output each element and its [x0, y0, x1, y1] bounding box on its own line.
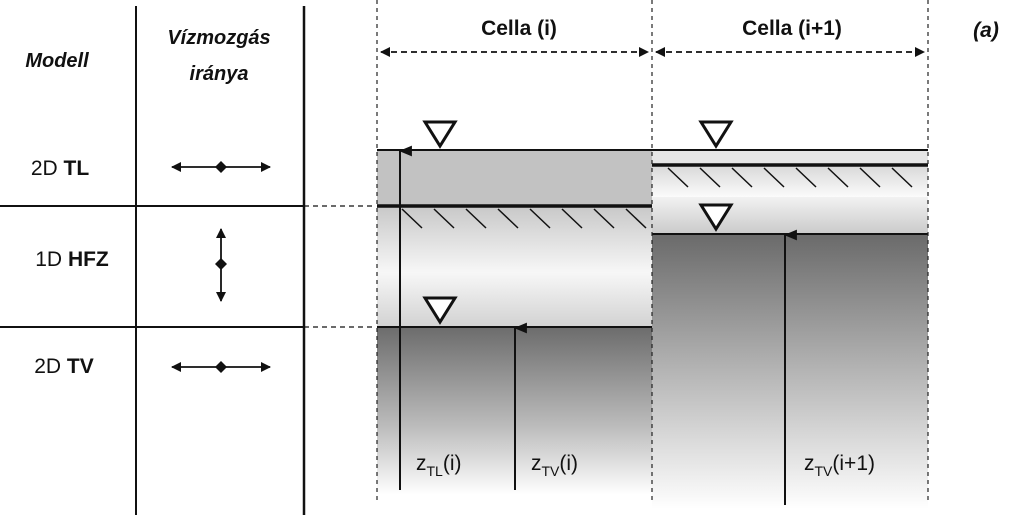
cell-i-ground-hatching	[401, 208, 647, 229]
model-row-2d-tv: 2D TV	[34, 355, 94, 378]
water-level-triangle-icon	[698, 120, 734, 149]
z-tv-i1-label: zTV(i+1)	[804, 452, 875, 479]
water-level-triangle-icon	[422, 296, 458, 325]
model-row-1d-hfz: 1D HFZ	[35, 248, 109, 271]
cell-i-surface-layer	[377, 150, 652, 206]
vertical-flow-arrow-icon	[215, 228, 227, 302]
cell-i1-water-layer	[652, 150, 928, 165]
horizontal-flow-arrow-icon	[171, 361, 271, 373]
cell-i-layers	[377, 120, 652, 495]
model-column-header: Modell	[25, 50, 89, 72]
panel-label: (a)	[973, 19, 999, 42]
direction-column-header-line1: Vízmozgás	[167, 27, 270, 49]
z-tl-i-label: zTL(i)	[416, 452, 462, 479]
cell-i-label: Cella (i)	[481, 17, 557, 40]
cell-i1-unsaturated-zone	[652, 197, 928, 234]
model-row-2d-tl: 2D TL	[31, 157, 90, 180]
water-level-triangle-icon	[422, 120, 458, 149]
water-level-triangle-icon	[698, 203, 734, 232]
cell-i-unsaturated-zone	[377, 206, 652, 327]
horizontal-flow-arrow-icon	[171, 161, 271, 173]
cell-i1-groundwater-layer	[652, 234, 928, 509]
z-tv-i-label: zTV(i)	[531, 452, 578, 479]
cell-i1-ground-hatching	[667, 167, 913, 188]
cell-i1-label: Cella (i+1)	[742, 17, 842, 40]
cell-i1-upper-soil	[652, 165, 928, 197]
model-table: Modell Vízmozgás iránya 2D TL 1D HFZ 2D …	[0, 6, 376, 515]
cell-i1-layers	[652, 120, 928, 509]
direction-column-header-line2: iránya	[190, 63, 249, 85]
